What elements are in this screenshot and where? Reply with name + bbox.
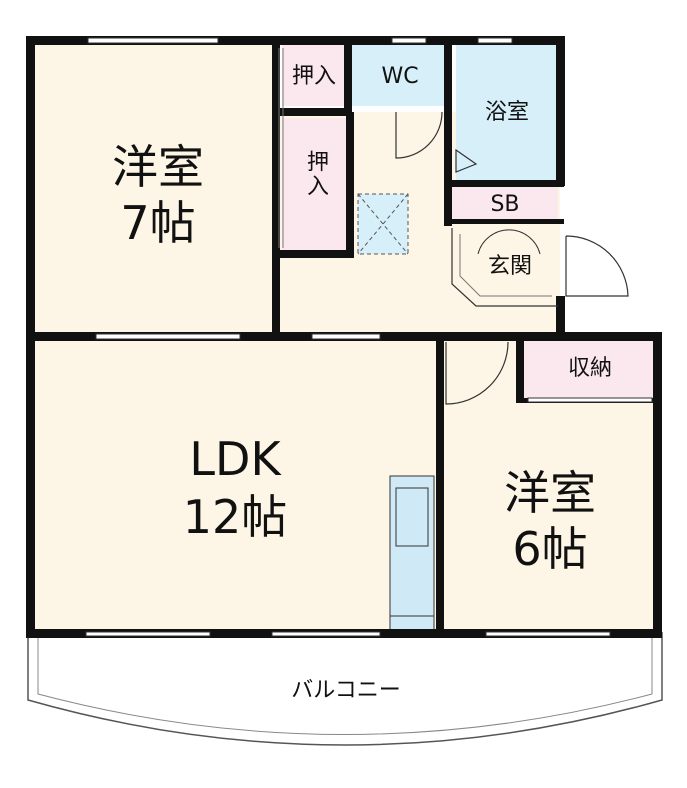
kitchen-sink [395, 487, 429, 547]
ldk-name: LDK [189, 432, 281, 486]
storage-label: 収納 [567, 356, 612, 381]
windows [85, 37, 653, 637]
entrance-step-inner [459, 234, 552, 297]
bath-floor [456, 44, 558, 180]
bath-label: 浴室 [484, 100, 529, 125]
western-room-6-size: 6帖 [512, 522, 588, 576]
attic-hatch-cross-1 [357, 193, 409, 255]
sb-label: SB [490, 192, 520, 217]
balcony-outline [27, 632, 663, 746]
entrance-floor [450, 222, 560, 304]
closet-mid-floor [282, 118, 346, 250]
kitchen-counter [389, 475, 435, 631]
sb-floor [452, 186, 558, 220]
western-room-7-name: 洋室 [112, 140, 204, 194]
entrance-shoe-arc [477, 229, 541, 255]
wc-floor [352, 44, 448, 106]
entrance-label: 玄関 [487, 254, 532, 279]
attic-hatch-cross-2 [357, 193, 409, 255]
entrance-step [451, 228, 558, 307]
storage-floor [524, 340, 654, 398]
wc-label: WC [381, 64, 419, 89]
western-room-7-floor [34, 44, 274, 336]
ldk-size: 12帖 [182, 490, 288, 544]
closet-mid-label: 押入 [303, 150, 328, 198]
balcony-inner-line [37, 632, 653, 735]
balcony-label: バルコニー [291, 678, 401, 703]
closet-top-floor [282, 44, 346, 106]
door-swings [395, 111, 629, 405]
western-room-6-name: 洋室 [504, 466, 596, 520]
western-room-7-size: 7帖 [120, 196, 196, 250]
closet-top-label: 押入 [291, 64, 336, 89]
ldk-floor [34, 340, 439, 632]
